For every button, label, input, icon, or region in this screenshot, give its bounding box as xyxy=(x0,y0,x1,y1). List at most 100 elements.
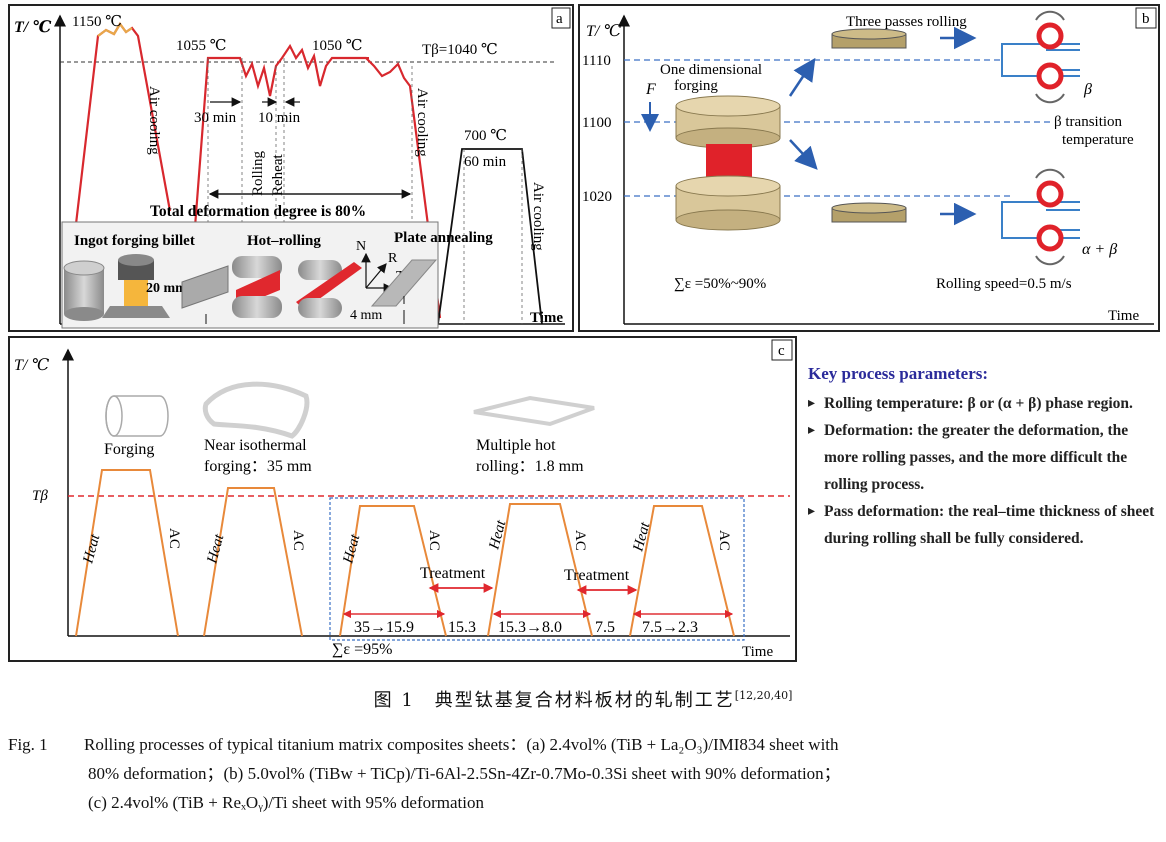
rolling-stand-beta xyxy=(1001,10,1080,104)
near-iso-2: forging：35 mm xyxy=(204,458,312,475)
panel-b-temp-1110: 1110 xyxy=(582,53,611,69)
panel-a-reheat: Reheat xyxy=(270,154,286,196)
forging-press-icon xyxy=(102,254,170,318)
ac-3: AC xyxy=(426,530,442,551)
near-iso-1: Near isothermal xyxy=(204,437,307,454)
seg-3: 15.3→8.0 xyxy=(498,619,562,636)
panel-a-time-30: 30 min xyxy=(194,110,237,126)
panel-a-label: a xyxy=(556,11,563,27)
panel-c-t-beta: Tβ xyxy=(32,488,48,504)
panel-a-temp-1050: 1050 ℃ xyxy=(312,38,363,54)
key-parameter-item: Pass deformation: the real–time thicknes… xyxy=(808,498,1158,552)
panel-c-x-label: Time xyxy=(742,644,773,660)
plate-beta-icon xyxy=(831,28,907,49)
panel-a-y-label: T/ ℃ xyxy=(14,19,52,36)
near-iso-temp-curve xyxy=(203,487,303,637)
annealed-plate xyxy=(370,259,438,307)
forging-cylinder-icon xyxy=(105,395,169,437)
caption-line-3: (c) 2.4vol% (TiB + ReₓOᵧ)/Ti sheet with … xyxy=(88,793,484,812)
total-strain: ∑ε =95% xyxy=(332,641,392,658)
plate-annealing-label: Plate annealing xyxy=(394,230,493,246)
panel-b: T/ ℃ Time b 1110 1100 1020 Three passes … xyxy=(578,4,1160,332)
phase-beta: β xyxy=(1083,81,1092,98)
ac-5: AC xyxy=(716,530,732,551)
rolling-temp-curve-2 xyxy=(487,503,593,637)
panel-b-diagram: T/ ℃ Time b 1110 1100 1020 Three passes … xyxy=(582,7,1157,325)
panel-b-temp-1100: 1100 xyxy=(582,115,611,131)
phase-alpha-beta: α + β xyxy=(1082,241,1117,258)
ingot-cylinder xyxy=(63,260,105,321)
panel-c-y-label: T/ ℃ xyxy=(14,357,49,374)
seg-1: 35→15.9 xyxy=(354,619,414,636)
panel-a-x-label: Time xyxy=(530,310,563,326)
thickness-4: 4 mm xyxy=(350,308,382,323)
annealing-curve xyxy=(437,148,543,325)
panel-c: T/ ℃ Time c Tβ Forging Near isothermal f… xyxy=(8,336,797,662)
panel-b-temp-1020: 1020 xyxy=(582,189,612,205)
strain-range: ∑ε =50%~90% xyxy=(674,276,766,292)
key-parameters-title: Key process parameters: xyxy=(808,364,989,383)
heat-3: Heat xyxy=(340,532,363,566)
ac-2: AC xyxy=(290,530,306,551)
panel-a-time-10: 10 min xyxy=(258,110,301,126)
panel-c-diagram: T/ ℃ Time c Tβ Forging Near isothermal f… xyxy=(14,339,793,660)
caption-chinese-refs: [12,20,40] xyxy=(734,689,793,702)
rolling-temp-curve-1 xyxy=(339,505,447,637)
key-parameters: Key process parameters: Rolling temperat… xyxy=(808,364,1158,552)
rolling-stand-alpha-beta xyxy=(1001,168,1080,266)
forging-stack-icon xyxy=(675,95,781,231)
dir-r: R xyxy=(388,251,398,266)
caption-line-1: Rolling processes of typical titanium ma… xyxy=(84,735,839,754)
forging-temp-curve xyxy=(75,469,179,637)
near-iso-icon xyxy=(202,381,310,439)
rolling-mill-icon xyxy=(232,256,362,318)
three-passes-label: Three passes rolling xyxy=(846,14,967,30)
seg-2: 15.3 xyxy=(448,619,476,636)
heat-1: Heat xyxy=(80,532,103,566)
panel-a: T/ ℃ Time a Tβ=1040 ℃ 1150 ℃ 1055 ℃ 1050… xyxy=(8,4,574,332)
panel-a-rolling: Rolling xyxy=(250,150,266,196)
panel-a-temp-700: 700 ℃ xyxy=(464,128,507,144)
rolling-curve xyxy=(186,43,442,319)
caption-fig-label: Fig. 1 xyxy=(8,735,48,754)
key-parameter-item: Rolling temperature: β or (α + β) phase … xyxy=(808,390,1158,417)
force-label: F xyxy=(645,81,656,98)
heat-2: Heat xyxy=(204,532,227,566)
rolling-speed: Rolling speed=0.5 m/s xyxy=(936,276,1072,292)
panel-a-total-deformation: Total deformation degree is 80% xyxy=(150,203,366,220)
one-dim-forging-1: One dimensional xyxy=(660,62,762,78)
caption-chinese: 图 1 典型钛基复合材料板材的轧制工艺[12,20,40] xyxy=(0,686,1166,712)
ingot-forging-label: Ingot forging billet xyxy=(74,233,195,249)
seg-5: 7.5→2.3 xyxy=(642,619,698,636)
multi-hot-2: rolling：1.8 mm xyxy=(476,458,584,475)
thickness-20: 20 mm xyxy=(146,281,187,296)
heat-4: Heat xyxy=(486,518,509,552)
panel-a-air-cooling-2: Air cooling xyxy=(414,88,430,157)
rolling-temp-curve-3 xyxy=(629,505,735,637)
panel-a-diagram: T/ ℃ Time a Tβ=1040 ℃ 1150 ℃ 1055 ℃ 1050… xyxy=(14,7,571,329)
panel-a-temp-1150: 1150 ℃ xyxy=(72,14,122,30)
multi-hot-icon xyxy=(473,395,595,427)
panel-a-time-60: 60 min xyxy=(464,154,507,170)
ac-1: AC xyxy=(166,528,182,549)
beta-transition-2: temperature xyxy=(1062,132,1134,148)
panel-b-label: b xyxy=(1142,11,1150,27)
panel-a-temp-1055: 1055 ℃ xyxy=(176,38,227,54)
caption-english: Fig. 1 Rolling processes of typical titan… xyxy=(8,730,1160,817)
key-parameters-list: Rolling temperature: β or (α + β) phase … xyxy=(808,390,1158,552)
multi-hot-1: Multiple hot xyxy=(476,437,556,454)
ac-4: AC xyxy=(572,530,588,551)
seg-4: 7.5 xyxy=(595,619,615,636)
forging-curve-top xyxy=(97,22,133,37)
caption-line-2: 80% deformation；(b) 5.0vol% (TiBw + TiCp… xyxy=(88,764,841,783)
key-parameter-item: Deformation: the greater the deformation… xyxy=(808,417,1158,498)
billet-plate xyxy=(181,265,229,309)
heat-5: Heat xyxy=(630,520,653,554)
dir-n: N xyxy=(356,239,366,254)
panel-b-x-label: Time xyxy=(1108,308,1139,324)
treatment-2: Treatment xyxy=(564,567,630,584)
beta-transition-1: β transition xyxy=(1054,114,1123,130)
hot-rolling-label: Hot–rolling xyxy=(247,233,321,249)
plate-alpha-beta-icon xyxy=(831,202,907,223)
treatment-1: Treatment xyxy=(420,565,486,582)
